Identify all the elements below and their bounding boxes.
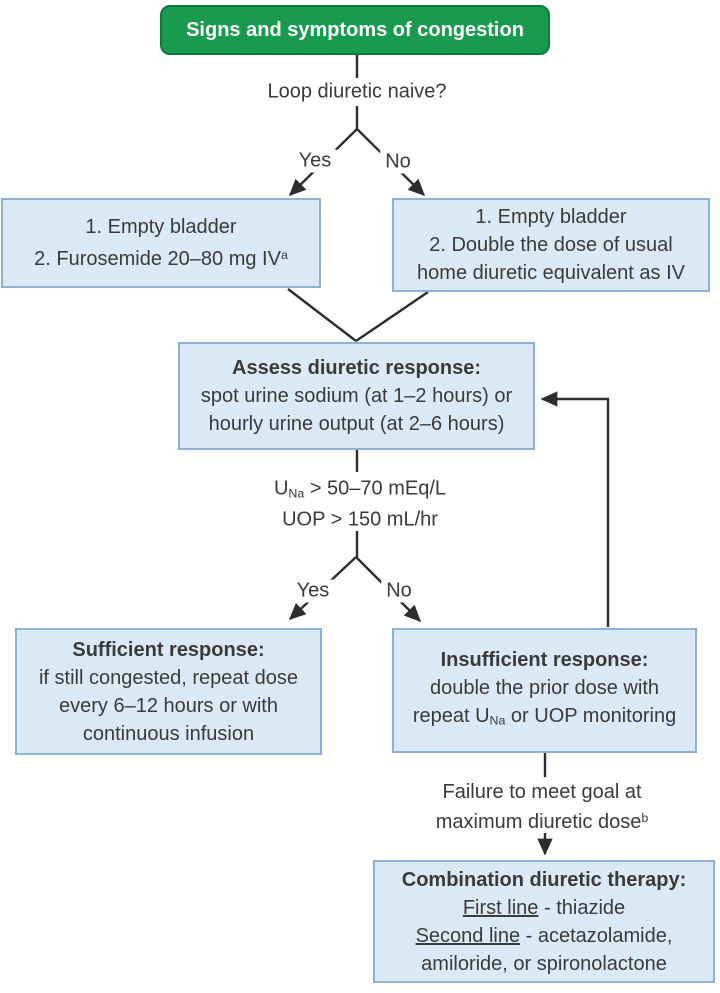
- node-naive-no: 1. Empty bladder 2. Double the dose of u…: [392, 198, 710, 292]
- branch-label-no-1: No: [380, 150, 416, 174]
- connector-merge-right: [355, 291, 429, 342]
- decision-label-loop-diuretic-naive: Loop diuretic naive?: [267, 80, 447, 103]
- connector-feedback-loop: [540, 391, 610, 627]
- footnote-marker-a: a: [280, 247, 288, 262]
- node-text-line: amiloride, or spironolactone: [421, 952, 667, 975]
- node-title: Combination diuretic therapy:: [401, 868, 687, 891]
- node-title: Sufficient response:: [72, 638, 265, 661]
- criteria-label: UNa > 50–70 mEq/L UOP > 150 mL/hr: [274, 476, 446, 533]
- failure-label: Failure to meet goal at maximum diuretic…: [435, 780, 649, 834]
- branch-label-no-2: No: [381, 579, 417, 603]
- footnote-marker-b: b: [641, 810, 649, 825]
- node-title: Assess diuretic response:: [232, 357, 481, 379]
- branch-label-yes-1: Yes: [293, 149, 337, 173]
- node-text-line: every 6–12 hours or with: [58, 694, 278, 717]
- node-text-line: home diuretic equivalent as IV: [417, 262, 685, 284]
- start-node-label: Signs and symptoms of congestion: [186, 19, 524, 41]
- node-text-line: 2. Double the dose of usual: [429, 234, 673, 256]
- branch-label-yes-2: Yes: [291, 579, 335, 603]
- node-combination-therapy: Combination diuretic therapy: First line…: [373, 860, 715, 983]
- node-text-line: if still congested, repeat dose: [38, 666, 299, 689]
- node-text-line: 2. Furosemide 20–80 mg IVa: [34, 247, 288, 271]
- criteria-line-una: UNa > 50–70 mEq/L: [273, 477, 447, 501]
- node-text-line: hourly urine output (at 2–6 hours): [208, 413, 505, 435]
- node-text-line: 1. Empty bladder: [85, 215, 237, 238]
- node-text-line: First line - thiazide: [462, 896, 626, 919]
- node-text-line: spot urine sodium (at 1–2 hours) or: [200, 385, 513, 407]
- node-naive-yes: 1. Empty bladder 2. Furosemide 20–80 mg …: [1, 198, 321, 288]
- node-sufficient-response: Sufficient response: if still congested,…: [15, 628, 322, 755]
- node-text-line: 1. Empty bladder: [475, 206, 627, 228]
- node-text-line: continuous infusion: [82, 722, 255, 745]
- node-text-line: double the prior dose with: [429, 677, 660, 700]
- node-text-line: Second line - acetazolamide,: [415, 924, 673, 947]
- node-assess-response: Assess diuretic response: spot urine sod…: [178, 342, 535, 450]
- connector-merge-left: [287, 288, 357, 342]
- node-insufficient-response: Insufficient response: double the prior …: [392, 628, 697, 753]
- node-title: Insufficient response:: [440, 649, 649, 672]
- start-node: Signs and symptoms of congestion: [160, 5, 550, 55]
- criteria-line-uop: UOP > 150 mL/hr: [282, 508, 438, 531]
- node-text-line: repeat UNa or UOP monitoring: [412, 705, 677, 728]
